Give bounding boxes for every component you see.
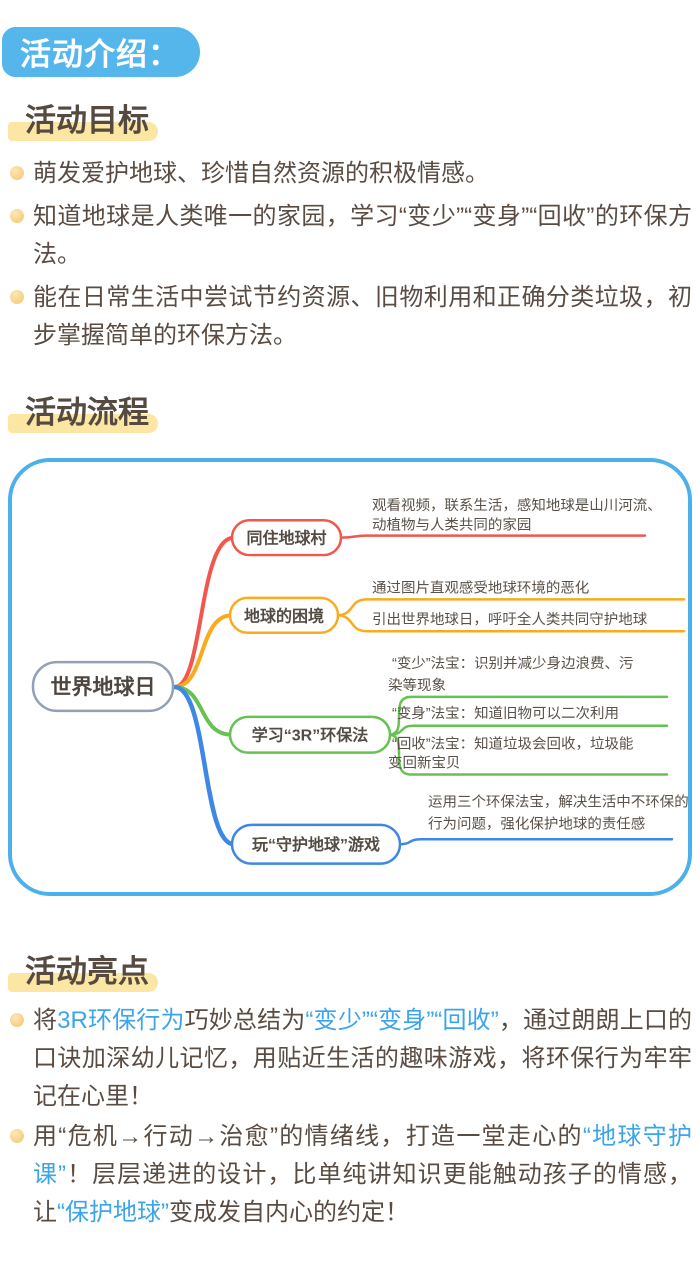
branch-node-label: 地球的困境 [244,606,324,625]
section-heading-goals: 活动目标 [8,100,158,142]
leaf-text: 通过图片直观感受地球环境的恶化 [372,578,589,596]
section-heading-process-text: 活动流程 [25,395,149,430]
branch-node-label: 玩“守护地球”游戏 [252,835,380,854]
leaf-line [336,598,686,617]
leaf-line [388,724,669,736]
highlight-text: 变成发自内心的约定！ [168,1199,409,1226]
list-item: 将3R环保行为巧妙总结为“变少”“变身”“回收”，通过朗朗上口的口诀加深幼儿记忆… [10,1002,692,1116]
leaf-text: 观看视频，联系生活，感知地球是山川河流、 [372,497,662,514]
goal-text: 能在日常生活中尝试节约资源、旧物利用和正确分类垃圾，初步掌握简单的环保方法。 [33,284,692,349]
highlight-text-accent: 3R环保行为 [57,1007,185,1034]
leaf-text: “变身”法宝：知道旧物可以二次利用 [392,705,619,722]
highlights-list: 将3R环保行为巧妙总结为“变少”“变身”“回收”，通过朗朗上口的口诀加深幼儿记忆… [10,1002,692,1234]
highlight-text: ，通过朗朗上口的口诀加深幼儿记忆，用贴近生活的趣味游戏，将环保行为牢牢记在心里！ [33,1007,693,1110]
leaf-line [388,733,669,776]
section-heading-goals-text: 活动目标 [25,103,149,138]
highlight-text-accent: “地球守护课” [33,1123,692,1188]
mindmap-diagram: 世界地球日 同住地球村 地球的困境 学习“3R”环保法 玩“守护地球”游戏 观看… [31,497,689,865]
bullet-icon [10,166,24,180]
goal-text: 萌发爱护地球、珍惜自然资源的积极情感。 [33,160,489,187]
branch-node [230,518,343,557]
branch-line [172,684,237,847]
branch-node-label: 学习“3R”环保法 [252,726,368,745]
leaf-text: 运用三个环保法宝，解决生活中不环保的 [428,793,689,810]
leaf-line [339,534,647,539]
bullet-icon [10,290,24,304]
branch-node [228,715,392,754]
branch-node [228,596,340,634]
bullet-icon [10,1129,24,1143]
leaf-text: “回收”法宝：知道垃圾会回收，垃圾能 [392,736,633,753]
list-item: 知道地球是人类唯一的家园，学习“变少”“变身”“回收”的环保方法。 [10,198,692,274]
list-item: 萌发爱护地球、珍惜自然资源的积极情感。 [10,155,692,193]
branch-node [230,823,402,865]
leaf-text: 动植物与人类共同的家园 [372,517,531,534]
highlight-text-accent: “变少”“变身”“回收” [305,1007,499,1034]
leaf-text: 引出世界地球日，呼吁全人类共同守护地球 [372,610,648,628]
page-title-text: 活动介绍： [20,36,180,72]
branch-line [173,613,234,689]
list-item: 能在日常生活中尝试节约资源、旧物利用和正确分类垃圾，初步掌握简单的环保方法。 [10,279,692,355]
mindmap-panel: 世界地球日 同住地球村 地球的困境 学习“3R”环保法 玩“守护地球”游戏 观看… [8,458,692,896]
highlight-text-accent: “保护地球” [57,1199,169,1226]
page-title: 活动介绍： [2,27,200,77]
list-item: 用“危机→行动→治愈”的情绪线，打造一堂走心的“地球守护课”！层层递进的设计，比… [10,1118,692,1232]
goal-text: 知道地球是人类唯一的家园，学习“变少”“变身”“回收”的环保方法。 [33,203,692,268]
bullet-icon [10,1013,24,1027]
leaf-text: 染等现象 [388,676,446,694]
highlight-text: 用“危机→行动→治愈”的情绪线，打造一堂走心的 [33,1123,583,1150]
section-heading-highlights: 活动亮点 [8,951,158,993]
bullet-icon [10,209,24,223]
leaf-text: 行为问题，强化保护地球的责任感 [428,815,645,832]
leaf-line [398,838,674,846]
leaf-line [336,614,686,633]
branch-line [173,535,236,689]
highlight-text: 巧妙总结为 [184,1007,306,1034]
root-node [31,660,175,713]
root-node-label: 世界地球日 [51,675,156,699]
leaf-text: 变回新宝贝 [388,755,460,772]
section-heading-highlights-text: 活动亮点 [25,954,149,989]
branch-node-label: 同住地球村 [247,529,327,548]
leaf-text: “变少”法宝：识别并减少身边浪费、污 [392,655,633,672]
highlight-text: ！层层递进的设计，比单纯讲知识更能触动孩子的情感，让 [33,1161,692,1226]
highlight-text: 将 [33,1007,58,1034]
goals-list: 萌发爱护地球、珍惜自然资源的积极情感。 知道地球是人类唯一的家园，学习“变少”“… [10,155,692,360]
leaf-line [388,695,669,736]
section-heading-process: 活动流程 [8,392,158,434]
